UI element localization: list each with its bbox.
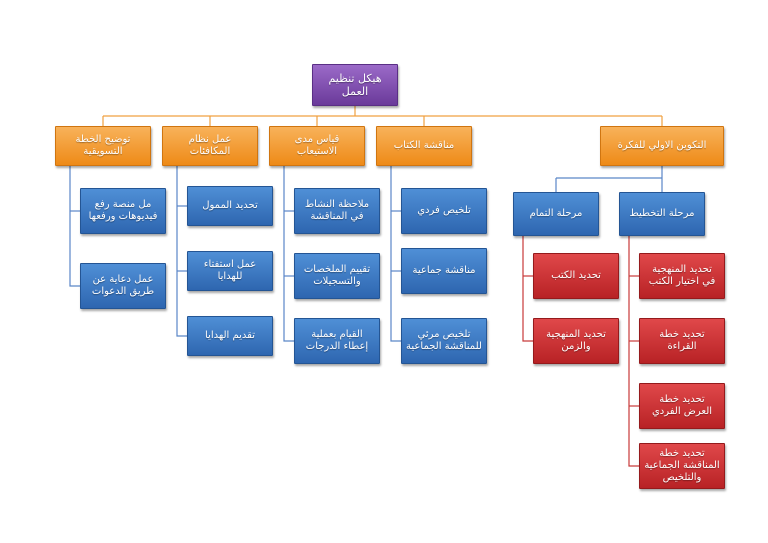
item-funder: تحديد الممول <box>187 186 273 226</box>
item-individual-summary: تلخيص فردي <box>401 188 487 234</box>
branch-book-discussion: مناقشة الكتاب <box>376 126 472 166</box>
item-method-and-time: تحديد المنهجية والزمن <box>533 318 619 364</box>
item-video-platform: مل منصة رفع فيديوهات ورفعها <box>80 188 166 234</box>
item-group-discussion: مناقشة جماعية <box>401 248 487 294</box>
branch-marketing-plan: توضيح الخطة التسويقية <box>55 126 151 166</box>
item-gift-survey: عمل استفتاء للهدايا <box>187 251 273 291</box>
sub-completion-phase: مرحلة التمام <box>513 192 599 236</box>
sub-planning-phase: مرحلة التخطيط <box>619 192 705 236</box>
item-select-books: تحديد الكتب <box>533 253 619 299</box>
item-group-discussion-plan: تحديد خطة المناقشة الجماعية والتلخيص <box>639 443 725 489</box>
branch-comprehension: قياس مدى الاستيعاب <box>269 126 365 166</box>
branch-initial-idea: التكوين الاولي للفكرة <box>600 126 724 166</box>
item-grading: القيام بعملية إعطاء الدرجات <box>294 318 380 364</box>
item-visual-summary: تلخيص مرئي للمناقشة الجماعية <box>401 318 487 364</box>
item-individual-presentation-plan: تحديد خطة العرض الفردي <box>639 383 725 429</box>
item-summary-evaluation: تقييم الملخصات والتسجيلات <box>294 253 380 299</box>
branch-rewards-system: عمل نظام المكافئات <box>162 126 258 166</box>
item-gift-delivery: تقديم الهدايا <box>187 316 273 356</box>
item-activity-observation: ملاحظة النشاط في المناقشة <box>294 188 380 234</box>
item-reading-plan: تحديد خطة القراءة <box>639 318 725 364</box>
item-invitation-ad: عمل دعاية عن طريق الدعوات <box>80 263 166 309</box>
root-node: هيكل تنظيم العمل <box>312 64 398 106</box>
item-book-selection-method: تحديد المنهجية في اختيار الكتب <box>639 253 725 299</box>
